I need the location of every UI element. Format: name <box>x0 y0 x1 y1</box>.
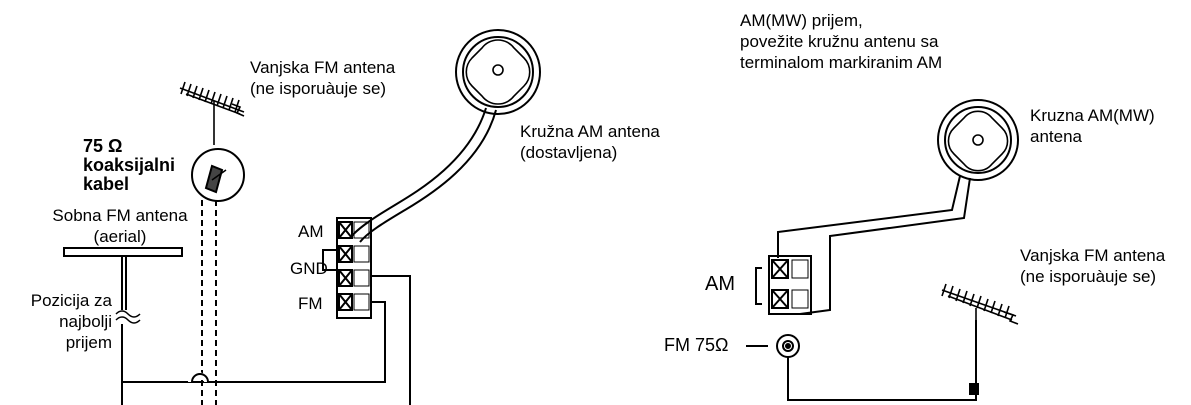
outdoor-fm-antenna-left-icon <box>179 81 245 145</box>
indoor-fm-label: Sobna FM antena (aerial) <box>40 205 200 247</box>
am-instruction-line3: terminalom markiranim AM <box>740 53 943 72</box>
outdoor-fm-label-left: Vanjska FM antena (ne isporuàuje se) <box>250 57 395 99</box>
coax-label: 75 Ω koaksijalni kabel <box>83 137 175 194</box>
outdoor-fm-label-left-line2: (ne isporuàuje se) <box>250 79 387 98</box>
fm-75-jack-icon <box>746 334 800 358</box>
am-instruction-line1: AM(MW) prijem, <box>740 11 863 30</box>
indoor-fm-label-line2: (aerial) <box>93 227 147 246</box>
outdoor-fm-label-right-line2: (ne isporuàuje se) <box>1020 267 1157 286</box>
outdoor-fm-label-right: Vanjska FM antena (ne isporuàuje se) <box>1020 245 1165 287</box>
loop-am-label-left-line1: Kružna AM antena <box>520 122 660 141</box>
loop-am-label-right: Kruzna AM(MW) antena <box>1030 105 1155 147</box>
coax-label-line2: koaksijalni <box>83 155 176 175</box>
coax-cable-magnifier-icon <box>191 148 245 202</box>
am-instruction-line2: povežite kružnu antenu sa <box>740 32 939 51</box>
indoor-fm-antenna-icon <box>63 247 183 382</box>
fm-75-label: FM 75Ω <box>664 335 729 355</box>
position-label: Pozicija za najbolji prijem <box>0 290 112 353</box>
outdoor-fm-label-right-line1: Vanjska FM antena <box>1020 246 1166 265</box>
terminal-fm-label-left: FM <box>298 294 323 313</box>
loop-am-antenna-left-icon <box>455 29 541 115</box>
loop-am-label-right-line1: Kruzna AM(MW) <box>1030 106 1155 125</box>
coax-label-line1: 75 Ω <box>83 136 123 156</box>
terminal-gnd-label: GND <box>290 259 328 278</box>
position-label-line3: prijem <box>65 333 112 352</box>
loop-am-label-left-line2: (dostavljena) <box>520 143 618 162</box>
position-label-line1: Pozicija za <box>30 291 112 310</box>
loop-am-antenna-right-icon <box>937 99 1019 181</box>
am-instruction-text: AM(MW) prijem, povežite kružnu antenu sa… <box>740 10 942 73</box>
am-terminal-label-right: AM <box>705 273 735 295</box>
loop-am-label-right-line2: antena <box>1030 127 1082 146</box>
terminal-block-right <box>755 255 812 315</box>
terminal-am-label-left: AM <box>298 222 324 241</box>
loop-am-label-left: Kružna AM antena (dostavljena) <box>520 121 660 163</box>
indoor-fm-label-line1: Sobna FM antena <box>52 206 188 225</box>
outdoor-fm-antenna-right-icon <box>941 283 1019 325</box>
position-label-line2: najbolji <box>59 312 112 331</box>
terminal-block-left <box>322 217 372 319</box>
coax-label-line3: kabel <box>83 174 130 194</box>
outdoor-fm-label-left-line1: Vanjska FM antena <box>250 58 396 77</box>
